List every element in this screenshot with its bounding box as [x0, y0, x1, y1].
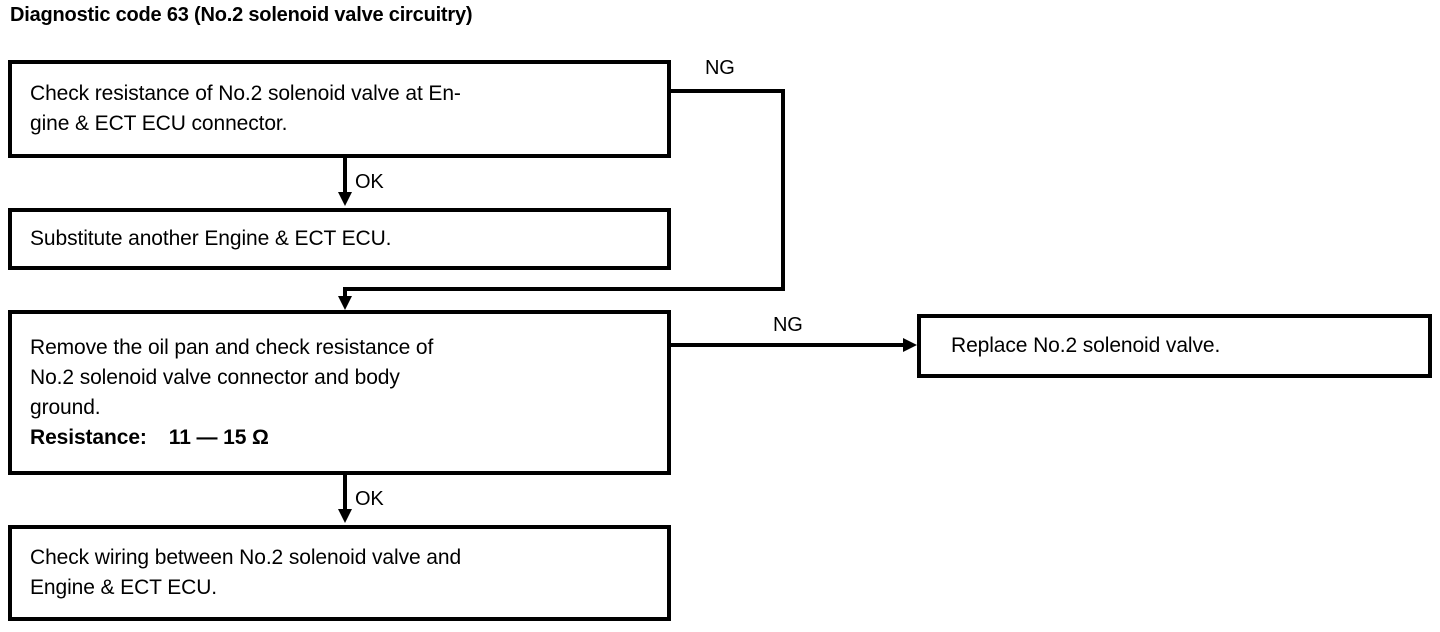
edge-ok-line-to-substitute: [343, 158, 347, 196]
box-check-wiring-line-1: Check wiring between No.2 solenoid valve…: [30, 546, 462, 569]
box-replace-valve: Replace No.2 solenoid valve.: [917, 314, 1432, 378]
box-substitute-ecu-line-1: Substitute another Engine & ECT ECU.: [30, 227, 392, 250]
edge-ng-segment-horizontal-bottom: [343, 287, 785, 291]
edge-ok-arrowhead-into-check-wiring: [338, 509, 352, 523]
box-check-resistance-ecu-line-1: Check resistance of No.2 solenoid valve …: [30, 82, 461, 105]
box-remove-oil-pan: Remove the oil pan and check resistance …: [8, 310, 671, 475]
edge-ng-segment-drop: [343, 287, 347, 301]
box-remove-oil-pan-spec: Resistance: 11 — 15 Ω: [12, 423, 667, 453]
box-remove-oil-pan-line-2: No.2 solenoid valve connector and body: [30, 365, 400, 389]
box-check-resistance-ecu: Check resistance of No.2 solenoid valve …: [8, 60, 671, 158]
box-remove-oil-pan-line-3: ground.: [30, 395, 101, 419]
edge-ok-line-to-check-wiring: [343, 475, 347, 513]
edge-ok-arrowhead-into-substitute: [338, 192, 352, 206]
page-title: Diagnostic code 63 (No.2 solenoid valve …: [10, 4, 473, 26]
box-remove-oil-pan-line-1: Remove the oil pan and check resistance …: [30, 335, 434, 359]
edge-label-ng-replace: NG: [773, 314, 803, 336]
box-check-wiring: Check wiring between No.2 solenoid valve…: [8, 525, 671, 621]
edge-ng-arrowhead-into-remove-oil-pan: [338, 296, 352, 310]
edge-ng-segment-horizontal-top: [671, 89, 785, 93]
box-check-resistance-ecu-line-2: gine & ECT ECU connector.: [30, 112, 288, 135]
box-substitute-ecu: Substitute another Engine & ECT ECU.: [8, 208, 671, 270]
box-check-wiring-line-2: Engine & ECT ECU.: [30, 576, 217, 599]
edge-label-ng-check-resistance: NG: [705, 57, 735, 79]
edge-label-ok-check-wiring: OK: [355, 488, 384, 510]
box-replace-valve-line-1: Replace No.2 solenoid valve.: [951, 334, 1221, 357]
box-remove-oil-pan-spec-label: Resistance:: [30, 425, 147, 449]
edge-ng-line-to-replace: [671, 343, 911, 347]
edge-ng-segment-vertical: [781, 89, 785, 291]
edge-label-ok-substitute: OK: [355, 171, 384, 193]
box-remove-oil-pan-spec-value: 11 — 15 Ω: [168, 425, 269, 449]
edge-ng-arrowhead-into-replace: [903, 338, 917, 352]
